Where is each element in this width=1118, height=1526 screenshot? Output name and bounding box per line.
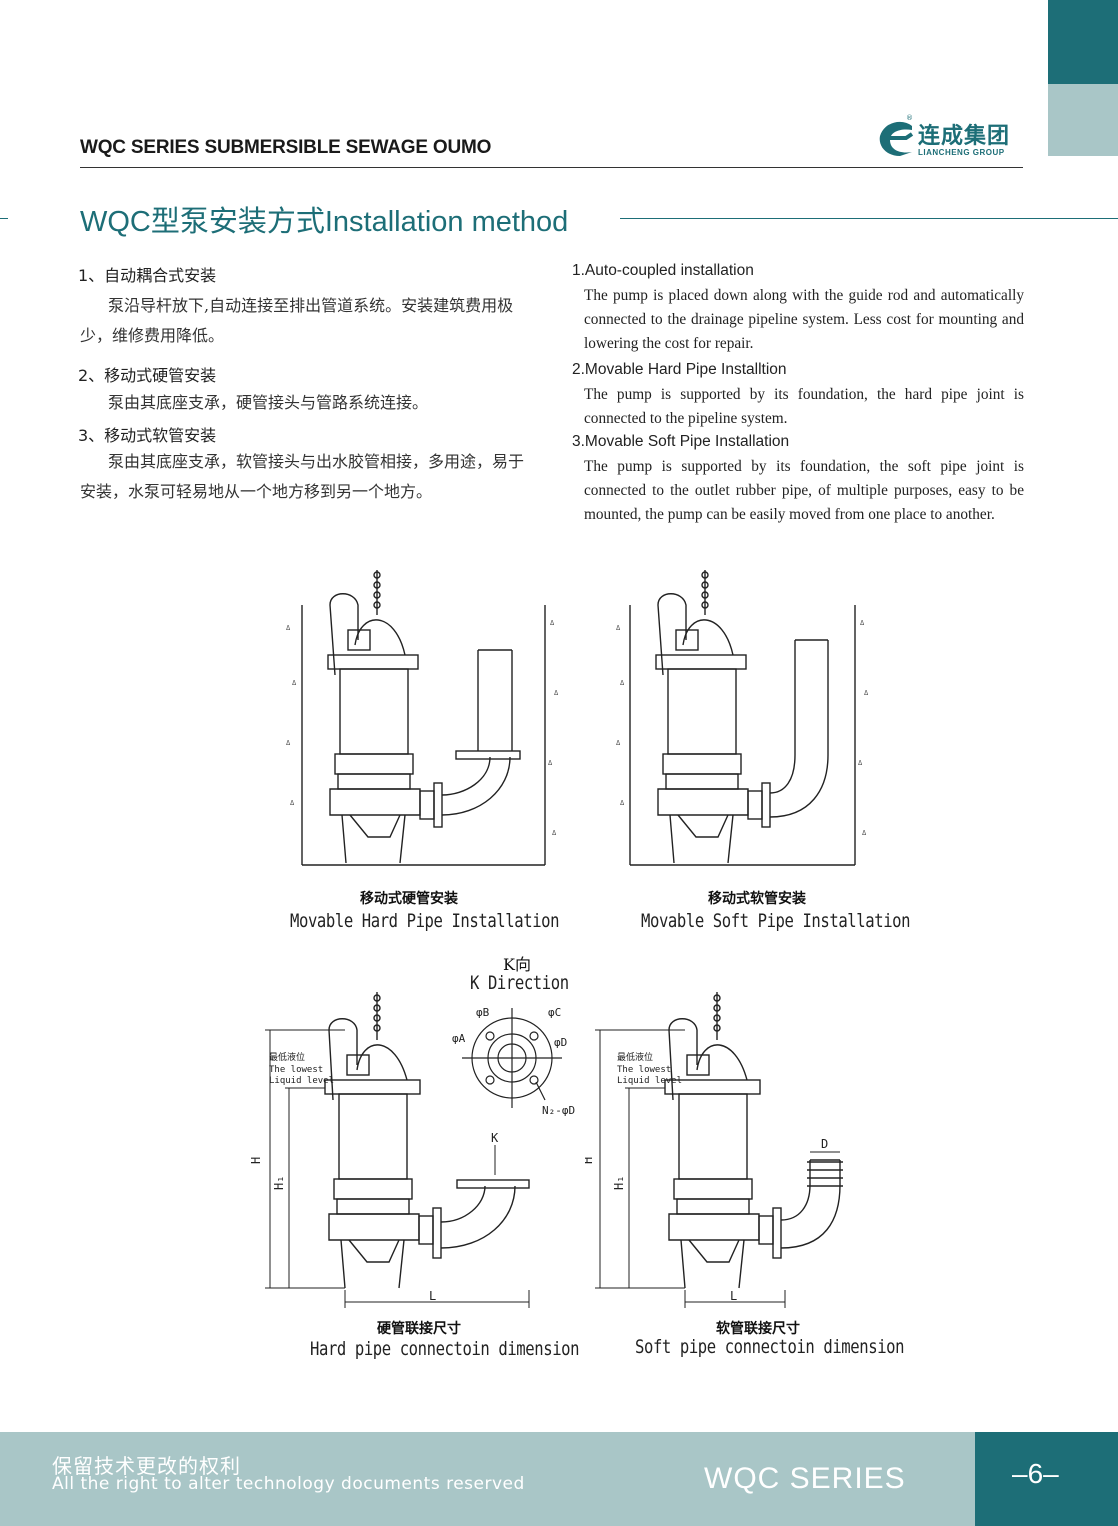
label-phi-c: φC: [548, 1006, 561, 1019]
lowest-level-en-1: The lowest: [269, 1065, 323, 1075]
left-tick: [0, 218, 8, 219]
label-phi-b: φB: [476, 1006, 490, 1019]
svg-text:Δ: Δ: [864, 689, 869, 697]
header-rule: [80, 167, 1023, 168]
cn-text-2: 泵由其底座支承，硬管接头与管路系统连接。: [108, 393, 429, 412]
soft-dim-caption-cn: 软管联接尺寸: [716, 1321, 800, 1337]
logo-icon: [879, 121, 914, 156]
page-number: –6–: [1012, 1458, 1059, 1489]
dim-label-H1-soft: H₁: [612, 1176, 626, 1190]
footer-rights-cn: 保留技术更改的权利: [52, 1454, 241, 1478]
label-phi-a: φA: [452, 1032, 466, 1045]
svg-text:Δ: Δ: [862, 829, 867, 837]
hard-install-caption-en: Movable Hard Pipe Installation: [290, 910, 560, 932]
svg-text:Δ: Δ: [554, 689, 559, 697]
label-n2-phi-d: N₂-φD: [542, 1104, 575, 1117]
logo-cn: 连成集团: [918, 124, 1011, 149]
dim-label-K: K: [491, 1131, 499, 1145]
soft-install-caption-cn: 移动式软管安装: [708, 891, 806, 907]
cn-heading-1: 1、自动耦合式安装: [78, 266, 217, 285]
k-direction-cn: K向: [503, 955, 531, 974]
corner-block-dark: [1048, 0, 1118, 84]
section-title: WQC型泵安装方式Installation method: [80, 206, 569, 238]
lowest-level-en-2: Liquid level: [269, 1076, 334, 1086]
hard-install-caption-cn: 移动式硬管安装: [360, 891, 458, 907]
dim-label-H: H: [249, 1157, 263, 1164]
logo-registered: ®: [906, 114, 913, 122]
soft-pipe-dimension-drawing: H H₁ L D 最低液位 The lowest Liquid level: [585, 992, 843, 1308]
en-heading-3: 3.Movable Soft Pipe Installation: [572, 433, 790, 450]
footer-series: WQC SERIES: [704, 1462, 906, 1495]
en-heading-1: 1.Auto-coupled installation: [572, 262, 754, 279]
corner-block-light: [1048, 84, 1118, 156]
hard-dim-caption-en: Hard pipe connectoin dimension: [310, 1338, 580, 1360]
k-direction-en: K Direction: [470, 972, 569, 994]
svg-text:Δ: Δ: [616, 739, 621, 747]
en-text-1: The pump is placed down along with the g…: [584, 287, 1024, 352]
dim-label-H1: H₁: [272, 1176, 286, 1190]
svg-text:Δ: Δ: [616, 624, 621, 632]
hard-dim-caption-cn: 硬管联接尺寸: [377, 1321, 461, 1337]
lowest-level-en-2-soft: Liquid level: [617, 1076, 682, 1086]
svg-text:Δ: Δ: [292, 679, 297, 687]
footer-page-box: [975, 1432, 1118, 1526]
soft-pipe-install-drawing: Δ Δ Δ Δ Δ Δ Δ Δ: [616, 570, 869, 866]
dim-label-L: L: [429, 1289, 436, 1303]
dim-label-H-soft: H: [585, 1157, 595, 1164]
lowest-level-cn-soft: 最低液位: [617, 1051, 653, 1063]
footer-rights-en: All the right to alter technology docume…: [52, 1474, 525, 1494]
hard-pipe-dimension-drawing: H H₁ L K 最低液位 The lowest Liquid level: [249, 992, 530, 1308]
label-phi-d: φD: [554, 1036, 567, 1049]
soft-install-caption-en: Movable Soft Pipe Installation: [641, 910, 911, 932]
k-direction-flange-drawing: φB φC φA φD N₂-φD: [452, 1006, 575, 1117]
series-header: WQC SERIES SUBMERSIBLE SEWAGE OUMO: [80, 137, 492, 158]
lowest-level-cn: 最低液位: [269, 1051, 305, 1063]
en-text-3: The pump is supported by its foundation,…: [584, 458, 1024, 523]
soft-dim-caption-en: Soft pipe connectoin dimension: [635, 1336, 905, 1358]
en-heading-2: 2.Movable Hard Pipe Installtion: [572, 361, 787, 378]
svg-text:Δ: Δ: [620, 799, 625, 807]
cn-text-1: 泵沿导杆放下,自动连接至排出管道系统。安装建筑费用极少，维修费用降低。: [80, 296, 514, 345]
dim-label-D: D: [821, 1137, 828, 1151]
cn-text-3: 泵由其底座支承，软管接头与出水胶管相接，多用途，易于安装，水泵可轻易地从一个地方…: [80, 452, 525, 501]
svg-text:Δ: Δ: [286, 624, 291, 632]
svg-text:Δ: Δ: [620, 679, 625, 687]
dim-label-L-soft: L: [730, 1289, 737, 1303]
svg-text:Δ: Δ: [290, 799, 295, 807]
lowest-level-en-1-soft: The lowest: [617, 1065, 671, 1075]
svg-text:Δ: Δ: [858, 759, 863, 767]
svg-text:Δ: Δ: [552, 829, 557, 837]
cn-heading-2: 2、移动式硬管安装: [78, 366, 217, 385]
cn-heading-3: 3、移动式软管安装: [78, 426, 217, 445]
footer-band: [0, 1432, 1118, 1526]
svg-text:Δ: Δ: [286, 739, 291, 747]
svg-text:Δ: Δ: [860, 619, 865, 627]
hard-pipe-install-drawing: Δ Δ Δ Δ Δ Δ Δ Δ: [286, 570, 559, 866]
en-text-2: The pump is supported by its foundation,…: [584, 386, 1024, 427]
svg-text:Δ: Δ: [550, 619, 555, 627]
title-rule: [620, 218, 1118, 219]
svg-text:Δ: Δ: [548, 759, 553, 767]
logo-en: LIANCHENG GROUP: [918, 148, 1005, 157]
